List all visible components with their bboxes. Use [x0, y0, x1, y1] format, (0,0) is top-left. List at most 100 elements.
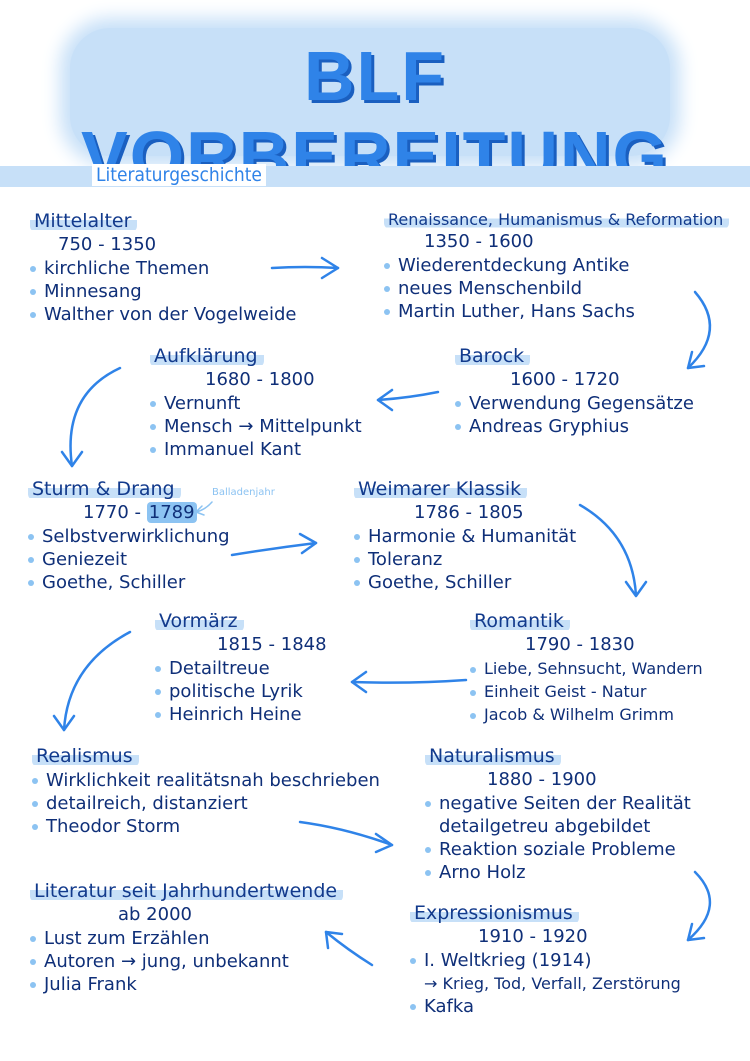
- bullet-icon: [384, 286, 390, 292]
- arrow-up-left-icon: [324, 930, 374, 967]
- list-item: Goethe, Schiller: [354, 571, 576, 594]
- bullet-icon: [455, 424, 461, 430]
- list-item: → Krieg, Tod, Verfall, Zerstörung: [424, 974, 681, 993]
- epoch-years: 1786 - 1805: [414, 502, 524, 523]
- list-item: Vernunft: [150, 392, 362, 415]
- list-item: Autoren → jung, unbekannt: [30, 950, 343, 973]
- bullet-icon: [28, 580, 34, 586]
- bullet-icon: [30, 982, 36, 988]
- epoch-vormaerz: Vormärz 1815 - 1848 Detailtreue politisc…: [155, 610, 327, 726]
- epoch-items: I. Weltkrieg (1914) → Krieg, Tod, Verfal…: [410, 949, 681, 1018]
- bullet-icon: [32, 801, 38, 807]
- arrow-curve-down-icon: [60, 366, 122, 468]
- epoch-name: Expressionismus: [410, 902, 579, 924]
- list-item: Jacob & Wilhelm Grimm: [470, 703, 703, 726]
- bullet-icon: [384, 309, 390, 315]
- list-item: Heinrich Heine: [155, 703, 327, 726]
- epoch-name: Barock: [455, 345, 531, 367]
- arrow-right-icon: [230, 532, 318, 557]
- list-item: Harmonie & Humanität: [354, 525, 576, 548]
- bullet-icon: [32, 778, 38, 784]
- epoch-realismus: Realismus Wirklichkeit realitätsnah besc…: [32, 745, 380, 838]
- epoch-name: Realismus: [32, 745, 139, 767]
- bullet-icon: [30, 266, 36, 272]
- list-item: Lust zum Erzählen: [30, 927, 343, 950]
- epoch-name: Vormärz: [155, 610, 244, 632]
- epoch-years: 1600 - 1720: [510, 369, 620, 390]
- list-item: Toleranz: [354, 548, 576, 571]
- bullet-icon: [384, 263, 390, 269]
- epoch-name: Renaissance, Humanismus & Reformation: [384, 210, 730, 229]
- epoch-barock: Barock 1600 - 1720 Verwendung Gegensätze…: [455, 345, 694, 438]
- bullet-icon: [425, 847, 431, 853]
- epoch-items: kirchliche Themen Minnesang Walther von …: [30, 257, 296, 326]
- bullet-icon: [425, 801, 431, 807]
- bullet-icon: [32, 824, 38, 830]
- epoch-items: Liebe, Sehnsucht, Wandern Einheit Geist …: [470, 657, 703, 726]
- bullet-icon: [410, 1004, 416, 1010]
- epoch-years: 1815 - 1848: [217, 634, 327, 655]
- list-item: Theodor Storm: [32, 815, 380, 838]
- list-item: detailreich, distanziert: [32, 792, 380, 815]
- epoch-items: Harmonie & Humanität Toleranz Goethe, Sc…: [354, 525, 576, 594]
- arrow-curve-down-icon: [686, 290, 711, 370]
- bullet-icon: [30, 959, 36, 965]
- epoch-name: Mittelalter: [30, 210, 138, 232]
- list-item: Verwendung Gegensätze: [455, 392, 694, 415]
- bullet-icon: [30, 936, 36, 942]
- list-item: Mensch → Mittelpunkt: [150, 415, 362, 438]
- epoch-items: Lust zum Erzählen Autoren → jung, unbeka…: [30, 927, 343, 996]
- list-item: Julia Frank: [30, 973, 343, 996]
- list-item: politische Lyrik: [155, 680, 327, 703]
- bullet-icon: [155, 689, 161, 695]
- epoch-name: Sturm & Drang: [28, 478, 181, 500]
- list-item: Kafka: [410, 995, 681, 1018]
- bullet-icon: [28, 534, 34, 540]
- arrow-curve-down-icon: [52, 630, 132, 732]
- bullet-icon: [155, 712, 161, 718]
- epoch-years: 1790 - 1830: [525, 634, 635, 655]
- epoch-items: Wirklichkeit realitätsnah beschrieben de…: [32, 769, 380, 838]
- list-item: Liebe, Sehnsucht, Wandern: [470, 657, 703, 680]
- bullet-icon: [354, 580, 360, 586]
- bullet-icon: [354, 534, 360, 540]
- bullet-icon: [470, 666, 476, 673]
- epoch-naturalismus: Naturalismus 1880 - 1900 negative Seiten…: [425, 745, 691, 884]
- epoch-expressionismus: Expressionismus 1910 - 1920 I. Weltkrieg…: [410, 902, 681, 1018]
- epoch-items: Verwendung Gegensätze Andreas Gryphius: [455, 392, 694, 438]
- epoch-name: Literatur seit Jahrhundertwende: [30, 880, 344, 902]
- arrow-curve-down-icon: [578, 503, 648, 598]
- year-highlight: 1789: [146, 502, 197, 523]
- bullet-icon: [28, 557, 34, 563]
- epoch-name: Naturalismus: [425, 745, 561, 767]
- epoch-years: ab 2000: [118, 904, 192, 925]
- epoch-items: Wiederentdeckung Antike neues Menschenbi…: [384, 254, 729, 323]
- epoch-years: 750 - 1350: [58, 234, 157, 255]
- epoch-items: negative Seiten der Realität detailgetre…: [425, 792, 691, 884]
- epoch-sturm-und-drang: Sturm & Drang 1770 - 1789 Selbstverwirkl…: [28, 478, 230, 594]
- epoch-renaissance: Renaissance, Humanismus & Reformation 13…: [384, 210, 730, 323]
- bullet-icon: [470, 712, 476, 719]
- epoch-aufklaerung: Aufklärung 1680 - 1800 Vernunft Mensch →…: [150, 345, 362, 461]
- bullet-icon: [425, 870, 431, 876]
- list-item: Immanuel Kant: [150, 438, 362, 461]
- epoch-mittelalter: Mittelalter 750 - 1350 kirchliche Themen…: [30, 210, 296, 326]
- bullet-icon: [455, 401, 461, 407]
- arrow-balladenjahr-icon: [195, 501, 213, 516]
- epoch-years: 1680 - 1800: [205, 369, 315, 390]
- list-item: Wiederentdeckung Antike: [384, 254, 729, 277]
- bullet-icon: [30, 312, 36, 318]
- bullet-icon: [155, 666, 161, 672]
- epoch-years: 1880 - 1900: [487, 769, 597, 790]
- bullet-icon: [150, 424, 156, 430]
- list-item: Wirklichkeit realitätsnah beschrieben: [32, 769, 380, 792]
- bullet-icon: [470, 689, 476, 696]
- epoch-years: 1910 - 1920: [478, 926, 588, 947]
- epoch-jahrhundertwende: Literatur seit Jahrhundertwende ab 2000 …: [30, 880, 344, 996]
- arrow-curve-down-icon: [686, 870, 711, 942]
- epoch-years: 1770 - 1789: [83, 502, 197, 523]
- section-subtitle: Literaturgeschichte: [92, 164, 266, 186]
- list-item: Martin Luther, Hans Sachs: [384, 300, 729, 323]
- list-item: I. Weltkrieg (1914): [410, 949, 681, 972]
